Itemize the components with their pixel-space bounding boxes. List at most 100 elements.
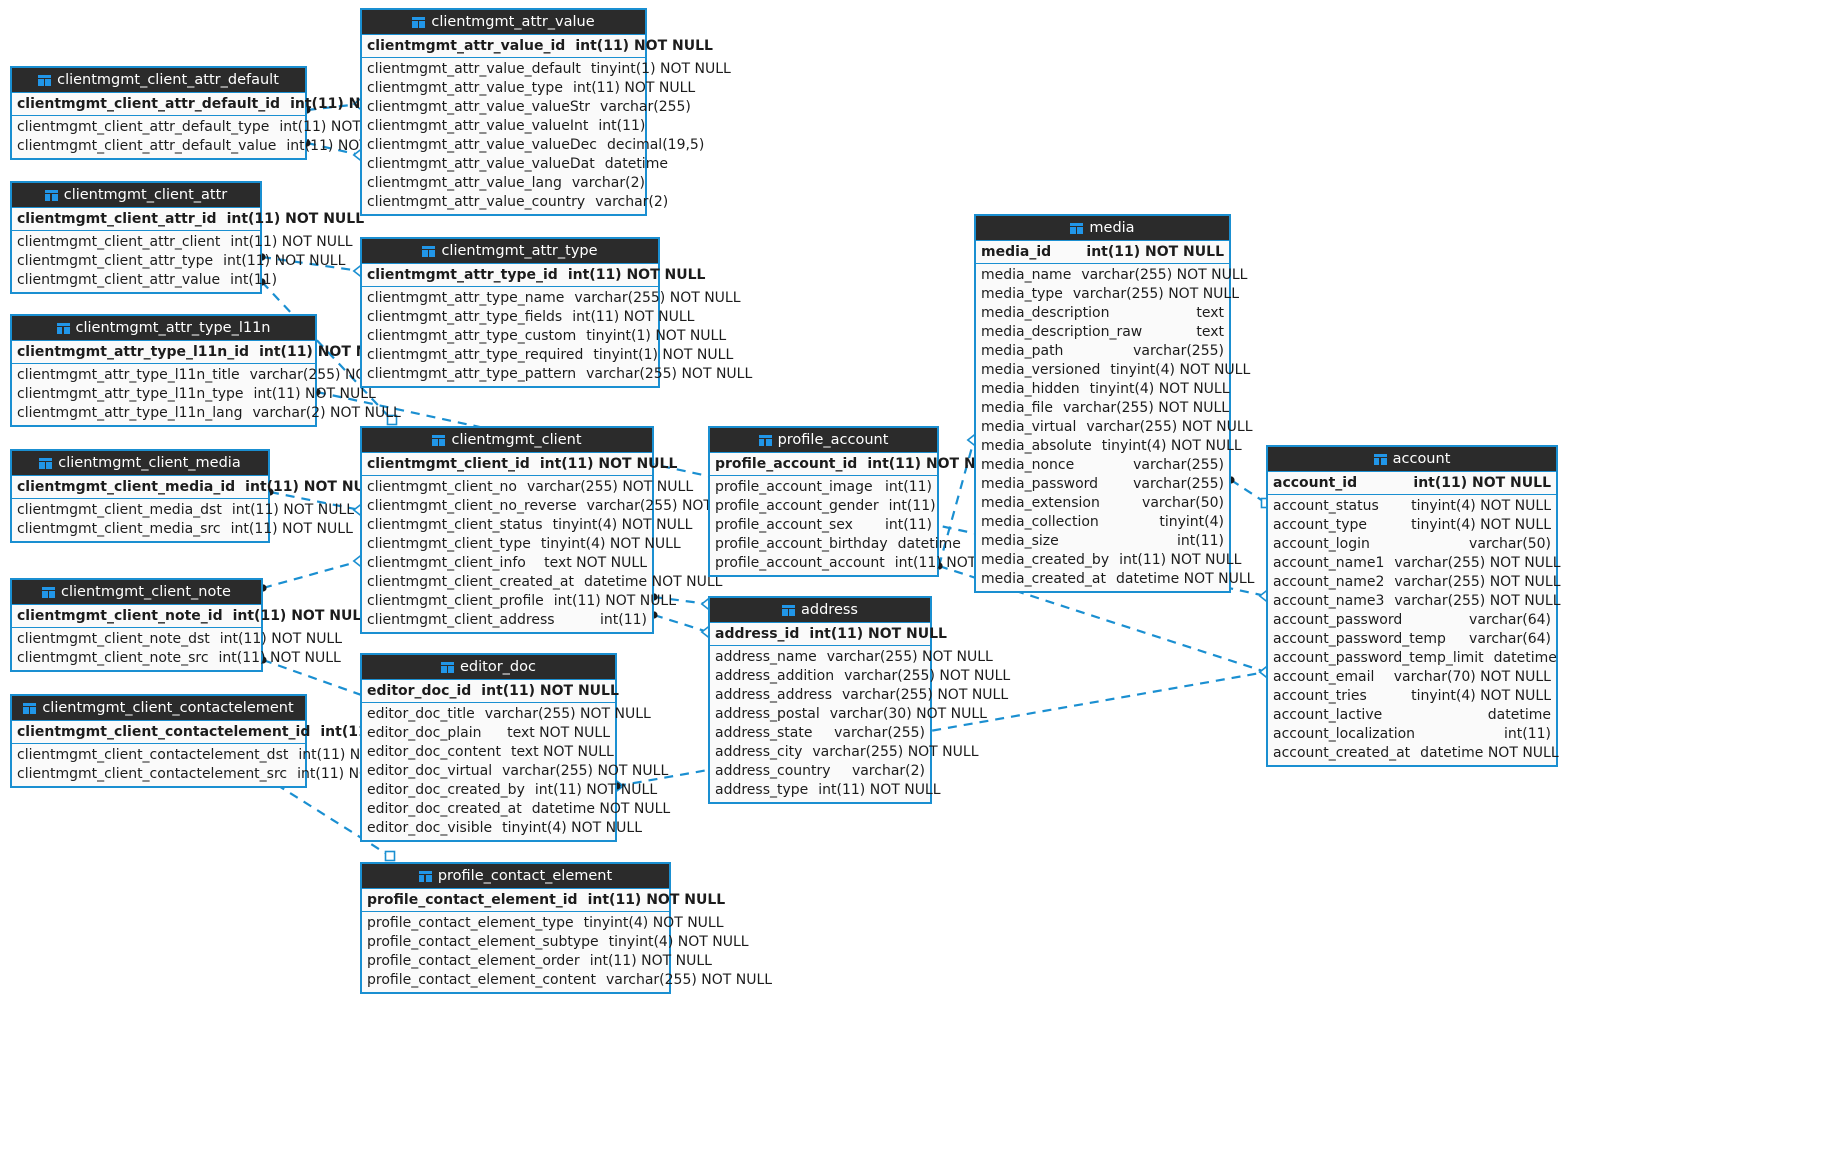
column-type: int(11) NOT NULL (230, 521, 353, 537)
entity-table-clientmgmt_attr_type[interactable]: clientmgmt_attr_type clientmgmt_attr_type… (360, 237, 752, 388)
table-icon (758, 434, 772, 446)
entity-table-clientmgmt_client_attr_default[interactable]: clientmgmt_client_attr_default clientmgmt… (10, 66, 428, 160)
column-name: editor_doc_id (367, 683, 472, 699)
table-header[interactable]: account (1268, 447, 1556, 471)
entity-table-clientmgmt_attr_value[interactable]: clientmgmt_attr_value clientmgmt_attr_val… (360, 8, 731, 216)
entity-table-clientmgmt_client_attr[interactable]: clientmgmt_client_attr clientmgmt_client_… (10, 181, 364, 294)
column-name: account_password_temp (1273, 631, 1446, 647)
entity-table-clientmgmt_client_note[interactable]: clientmgmt_client_note clientmgmt_client_… (10, 578, 370, 672)
column-type: int(11) NOT NULL (589, 953, 712, 969)
column-name: editor_doc_visible (367, 820, 493, 836)
entity-table-profile_contact_element[interactable]: profile_contact_element profile_contact_e… (360, 862, 772, 994)
column-name: clientmgmt_client_media_src (17, 521, 221, 537)
column-name: address_id (715, 626, 800, 642)
table-header[interactable]: clientmgmt_attr_type (362, 239, 658, 263)
table-header[interactable]: clientmgmt_client_note (12, 580, 261, 604)
column-name: clientmgmt_attr_value_valueDat (367, 156, 595, 172)
column-name: profile_contact_element_id (367, 892, 578, 908)
column-name: profile_contact_element_order (367, 953, 580, 969)
column-name: clientmgmt_client_attr_default_type (17, 119, 270, 135)
column-type: varchar(255) NOT NULL (844, 668, 1011, 684)
column-name: editor_doc_created_by (367, 782, 525, 798)
table-header[interactable]: clientmgmt_client_attr_default (12, 68, 305, 92)
column-type: tinyint(1) NOT NULL (590, 61, 731, 77)
column-name: clientmgmt_client_created_at (367, 574, 574, 590)
table-header[interactable]: profile_account (710, 428, 937, 452)
table-header[interactable]: clientmgmt_client_attr (12, 183, 260, 207)
column-row: address_addition varchar(255) NOT NULL (710, 667, 1010, 686)
table-header[interactable]: profile_contact_element (362, 864, 669, 888)
table-header[interactable]: clientmgmt_attr_value (362, 10, 645, 34)
table-icon (56, 322, 70, 334)
column-name: editor_doc_created_at (367, 801, 522, 817)
column-type: varchar(255) NOT NULL (1394, 593, 1561, 609)
column-name: address_state (715, 725, 813, 741)
column-type: int(11) NOT NULL (539, 456, 678, 472)
table-header[interactable]: clientmgmt_attr_type_l11n (12, 316, 315, 340)
column-type: int(11) (888, 498, 936, 514)
table-header[interactable]: clientmgmt_client (362, 428, 652, 452)
table-header[interactable]: address (710, 598, 930, 622)
table-header[interactable]: editor_doc (362, 655, 615, 679)
column-name: media_description (981, 305, 1110, 321)
column-name: clientmgmt_attr_value_default (367, 61, 581, 77)
column-type: int(11) NOT NULL (219, 631, 343, 647)
table-name: clientmgmt_client_contactelement (42, 700, 294, 716)
column-type: int(11) NOT NULL (230, 234, 353, 250)
column-type: int(11) NOT NULL (231, 502, 355, 518)
column-type: int(11) (885, 479, 932, 495)
entity-table-clientmgmt_client_contactelement[interactable]: clientmgmt_client_contactelement clientmg… (10, 694, 458, 788)
table-header[interactable]: clientmgmt_client_contactelement (12, 696, 305, 720)
table-header[interactable]: media (976, 216, 1229, 240)
column-type: text NOT NULL (510, 744, 614, 760)
table-header[interactable]: clientmgmt_client_media (12, 451, 268, 475)
entity-table-clientmgmt_attr_type_l11n[interactable]: clientmgmt_attr_type_l11n clientmgmt_attr… (10, 314, 416, 427)
column-type: varchar(255) NOT NULL (502, 763, 669, 779)
column-name: clientmgmt_attr_type_custom (367, 328, 577, 344)
column-type: tinyint(1) NOT NULL (586, 328, 727, 344)
column-type: varchar(255) NOT NULL (826, 649, 993, 665)
table-name: clientmgmt_client_attr_default (57, 72, 279, 88)
column-name: profile_contact_element_type (367, 915, 574, 931)
column-name: account_password (1273, 612, 1403, 628)
column-type: datetime (1493, 650, 1557, 666)
column-type: varchar(255) (1133, 343, 1224, 359)
column-name: address_addition (715, 668, 835, 684)
column-type: tinyint(4) NOT NULL (583, 915, 724, 931)
column-type: tinyint(4) NOT NULL (1101, 438, 1242, 454)
column-type: int(11) NOT NULL (226, 211, 365, 227)
table-name: profile_account (777, 432, 889, 448)
